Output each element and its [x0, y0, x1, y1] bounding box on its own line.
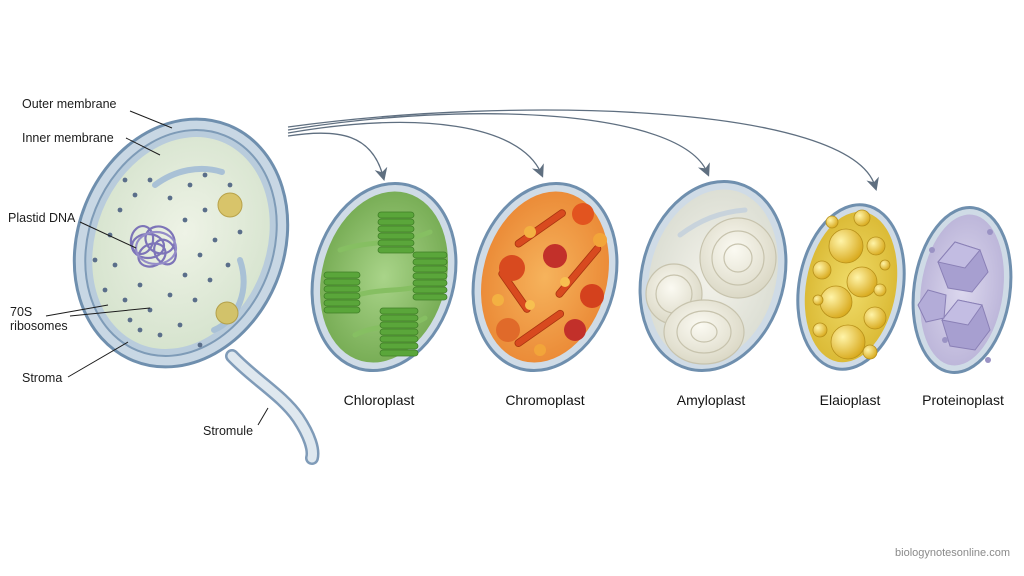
oil-droplets	[812, 209, 891, 360]
arrow-to-chromoplast	[287, 121, 544, 178]
label-chromoplast: Chromoplast	[505, 392, 584, 408]
arrow-to-chloroplast	[287, 132, 388, 182]
elaioplast	[796, 203, 906, 371]
arrow-to-amyloplast	[287, 113, 710, 177]
structure-labels: Outer membrane Inner membrane Plastid DN…	[8, 97, 253, 438]
label-outer-membrane: Outer membrane	[22, 97, 117, 111]
label-stroma: Stroma	[22, 371, 62, 385]
amyloplast	[638, 179, 788, 373]
plastid-dna-shape	[129, 224, 178, 268]
grana-stacks	[323, 211, 448, 357]
label-ribosomes-line2: ribosomes	[10, 319, 68, 333]
label-ribosomes-line1: 70S	[10, 305, 32, 319]
label-chloroplast: Chloroplast	[344, 392, 415, 408]
chromoplast	[471, 181, 619, 373]
label-plastid-dna: Plastid DNA	[8, 211, 76, 225]
chloroplast	[310, 181, 458, 373]
stroma-region	[92, 137, 270, 349]
label-leaders	[45, 110, 269, 426]
plastid-type-labels: Chloroplast Chromoplast Amyloplast Elaio…	[344, 392, 1004, 408]
label-inner-membrane: Inner membrane	[22, 131, 114, 145]
proteinoplast	[911, 206, 1013, 374]
protein-crystals	[917, 241, 991, 351]
label-elaioplast: Elaioplast	[820, 392, 881, 408]
label-proteinoplast: Proteinoplast	[922, 392, 1004, 408]
label-stromule: Stromule	[203, 424, 253, 438]
plastoglobule	[215, 301, 239, 325]
distribution-arrows	[287, 109, 879, 191]
plastoglobule	[217, 192, 243, 218]
starch-granules	[645, 217, 777, 365]
watermark: biologynotesonline.com	[895, 547, 1010, 559]
label-amyloplast: Amyloplast	[677, 392, 746, 408]
arrow-to-elaioplast	[287, 109, 879, 191]
pigment-globules	[492, 203, 607, 356]
main-plastid	[72, 117, 320, 465]
